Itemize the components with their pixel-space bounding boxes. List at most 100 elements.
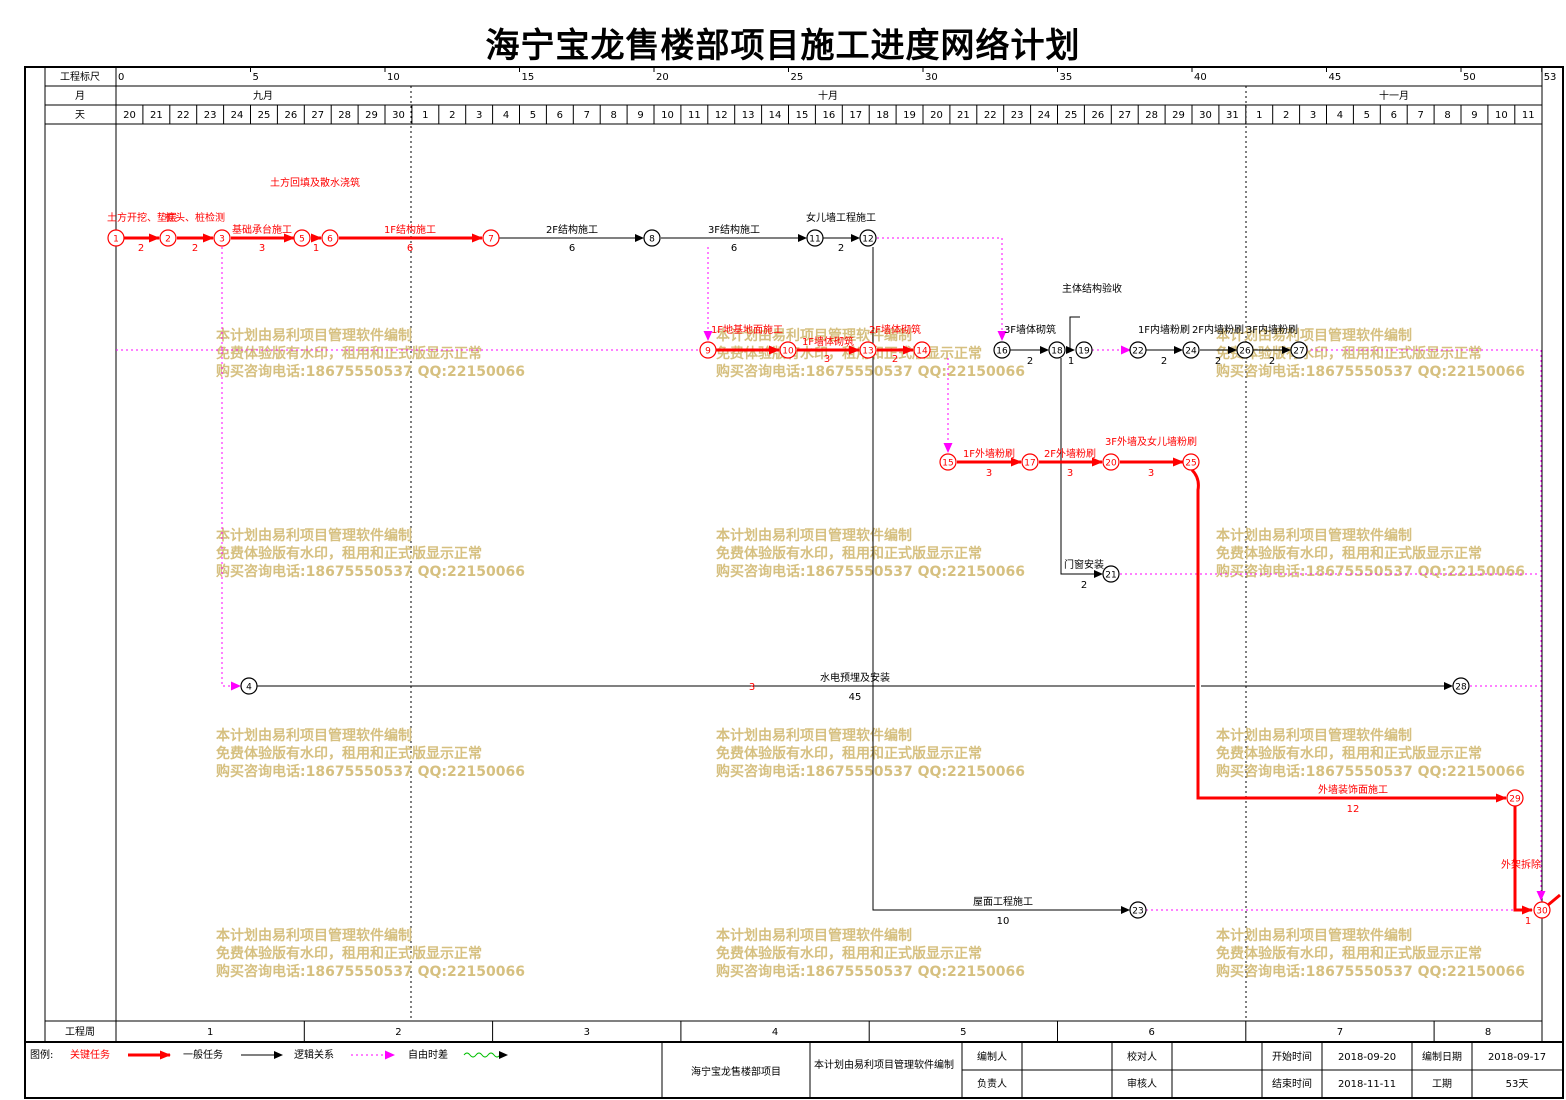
svg-text:25: 25 bbox=[1185, 459, 1196, 469]
day-cell: 31 bbox=[1226, 110, 1239, 121]
svg-text:购买咨询电话:18675550537 QQ:22150066: 购买咨询电话:18675550537 QQ:22150066 bbox=[716, 563, 1025, 580]
day-cell: 21 bbox=[957, 110, 970, 121]
day-cell: 24 bbox=[231, 110, 244, 121]
svg-text:本计划由易利项目管理软件编制: 本计划由易利项目管理软件编制 bbox=[1216, 527, 1412, 544]
svg-text:免费体验版有水印，租用和正式版显示正常: 免费体验版有水印，租用和正式版显示正常 bbox=[1216, 345, 1482, 362]
svg-text:8: 8 bbox=[649, 235, 655, 245]
task-duration: 1 bbox=[1068, 356, 1074, 367]
task-label: 土方开挖、垫层 bbox=[107, 211, 177, 224]
week-cell: 1 bbox=[207, 1027, 213, 1038]
svg-text:本计划由易利项目管理软件编制: 本计划由易利项目管理软件编制 bbox=[716, 927, 912, 944]
svg-text:免费体验版有水印，租用和正式版显示正常: 免费体验版有水印，租用和正式版显示正常 bbox=[1216, 745, 1482, 762]
watermark: 本计划由易利项目管理软件编制免费体验版有水印，租用和正式版显示正常购买咨询电话:… bbox=[1216, 527, 1525, 580]
day-cell: 9 bbox=[1471, 110, 1477, 121]
outer-frame bbox=[24, 66, 1564, 1099]
legend-float-label: 自由时差 bbox=[408, 1048, 448, 1061]
day-cell: 30 bbox=[1199, 110, 1212, 121]
watermark: 本计划由易利项目管理软件编制免费体验版有水印，租用和正式版显示正常购买咨询电话:… bbox=[216, 927, 525, 980]
task-label: 桩头、桩检测 bbox=[165, 211, 225, 224]
day-cell: 26 bbox=[1091, 110, 1104, 121]
month-november: 十一月 bbox=[1379, 89, 1409, 102]
svg-text:购买咨询电话:18675550537 QQ:22150066: 购买咨询电话:18675550537 QQ:22150066 bbox=[1216, 363, 1525, 380]
svg-text:免费体验版有水印，租用和正式版显示正常: 免费体验版有水印，租用和正式版显示正常 bbox=[216, 345, 482, 362]
svg-text:本计划由易利项目管理软件编制: 本计划由易利项目管理软件编制 bbox=[716, 527, 912, 544]
watermark: 本计划由易利项目管理软件编制免费体验版有水印，租用和正式版显示正常购买咨询电话:… bbox=[716, 527, 1025, 580]
day-cell: 2 bbox=[449, 110, 455, 121]
scale-tick: 10 bbox=[387, 72, 400, 83]
month-september: 九月 bbox=[253, 90, 273, 102]
event-node: 29 bbox=[1506, 789, 1524, 807]
svg-text:12: 12 bbox=[862, 235, 873, 245]
watermark: 本计划由易利项目管理软件编制免费体验版有水印，租用和正式版显示正常购买咨询电话:… bbox=[216, 327, 525, 380]
day-cell: 26 bbox=[284, 110, 297, 121]
event-node: 26 bbox=[1236, 341, 1254, 359]
task-label: 1F内墙粉刷 bbox=[1138, 323, 1190, 336]
month-label: 月 bbox=[75, 90, 85, 102]
event-node: 10 bbox=[779, 341, 797, 359]
event-node: 7 bbox=[482, 229, 500, 247]
svg-text:7: 7 bbox=[488, 235, 494, 245]
svg-text:10: 10 bbox=[782, 347, 794, 357]
svg-text:本计划由易利项目管理软件编制: 本计划由易利项目管理软件编制 bbox=[716, 727, 912, 744]
svg-text:本计划由易利项目管理软件编制: 本计划由易利项目管理软件编制 bbox=[1216, 727, 1412, 744]
svg-text:免费体验版有水印，租用和正式版显示正常: 免费体验版有水印，租用和正式版显示正常 bbox=[216, 945, 482, 962]
footer-start: 2018-09-20 bbox=[1338, 1052, 1396, 1063]
event-node: 2 bbox=[159, 229, 177, 247]
day-cell: 27 bbox=[1118, 110, 1131, 121]
day-cell: 20 bbox=[930, 110, 943, 121]
day-cell: 16 bbox=[822, 110, 835, 121]
svg-text:免费体验版有水印，租用和正式版显示正常: 免费体验版有水印，租用和正式版显示正常 bbox=[1216, 545, 1482, 562]
svg-text:26: 26 bbox=[1239, 347, 1251, 357]
event-node: 23 bbox=[1129, 901, 1147, 919]
legend-normal-label: 一般任务 bbox=[183, 1048, 223, 1061]
task-duration: 2 bbox=[892, 354, 898, 365]
svg-text:本计划由易利项目管理软件编制: 本计划由易利项目管理软件编制 bbox=[216, 727, 412, 744]
event-node: 20 bbox=[1102, 453, 1120, 471]
day-cell: 29 bbox=[1172, 110, 1185, 121]
svg-text:6: 6 bbox=[327, 235, 333, 245]
event-node: 9 bbox=[699, 341, 717, 359]
day-cell: 13 bbox=[742, 110, 755, 121]
svg-text:免费体验版有水印，租用和正式版显示正常: 免费体验版有水印，租用和正式版显示正常 bbox=[716, 745, 982, 762]
svg-text:19: 19 bbox=[1078, 347, 1090, 357]
day-cell: 15 bbox=[796, 110, 809, 121]
task-duration: 2 bbox=[1081, 580, 1087, 591]
day-cell: 28 bbox=[1145, 110, 1158, 121]
scale-tick: 25 bbox=[791, 72, 804, 83]
day-cell: 5 bbox=[530, 110, 536, 121]
footer-compile: 2018-09-17 bbox=[1488, 1052, 1546, 1063]
task-duration: 10 bbox=[997, 916, 1010, 927]
day-cell: 30 bbox=[392, 110, 405, 121]
svg-text:14: 14 bbox=[916, 347, 928, 357]
footer-editor-label: 编制人 bbox=[977, 1050, 1007, 1063]
svg-text:购买咨询电话:18675550537 QQ:22150066: 购买咨询电话:18675550537 QQ:22150066 bbox=[216, 563, 525, 580]
svg-text:购买咨询电话:18675550537 QQ:22150066: 购买咨询电话:18675550537 QQ:22150066 bbox=[1216, 563, 1525, 580]
task-duration: 3 bbox=[824, 354, 830, 365]
legend-float-wave bbox=[463, 1052, 501, 1058]
svg-text:1: 1 bbox=[113, 235, 119, 245]
task-label: 基础承台施工 bbox=[232, 223, 292, 236]
day-cell: 25 bbox=[258, 110, 271, 121]
task-duration: 6 bbox=[569, 243, 575, 254]
svg-text:免费体验版有水印，租用和正式版显示正常: 免费体验版有水印，租用和正式版显示正常 bbox=[216, 545, 482, 562]
task-duration: 2 bbox=[838, 243, 844, 254]
svg-text:购买咨询电话:18675550537 QQ:22150066: 购买咨询电话:18675550537 QQ:22150066 bbox=[716, 963, 1025, 980]
watermark: 本计划由易利项目管理软件编制免费体验版有水印，租用和正式版显示正常购买咨询电话:… bbox=[1216, 927, 1525, 980]
footer-end-label: 结束时间 bbox=[1272, 1077, 1312, 1090]
task-label: 外架拆除 bbox=[1501, 858, 1541, 871]
day-cell: 14 bbox=[769, 110, 782, 121]
day-cell: 21 bbox=[150, 110, 163, 121]
day-cell: 3 bbox=[476, 110, 482, 121]
day-cell: 23 bbox=[204, 110, 217, 121]
watermark: 本计划由易利项目管理软件编制免费体验版有水印，租用和正式版显示正常购买咨询电话:… bbox=[1216, 727, 1525, 780]
day-cell: 8 bbox=[610, 110, 616, 121]
day-cell: 29 bbox=[365, 110, 378, 121]
event-node: 16 bbox=[993, 341, 1011, 359]
event-node: 18 bbox=[1048, 341, 1066, 359]
svg-text:29: 29 bbox=[1509, 795, 1521, 805]
task-label: 1F结构施工 bbox=[384, 223, 436, 236]
event-node: 24 bbox=[1182, 341, 1200, 359]
svg-text:本计划由易利项目管理软件编制: 本计划由易利项目管理软件编制 bbox=[216, 527, 412, 544]
week-cell: 4 bbox=[772, 1027, 778, 1038]
